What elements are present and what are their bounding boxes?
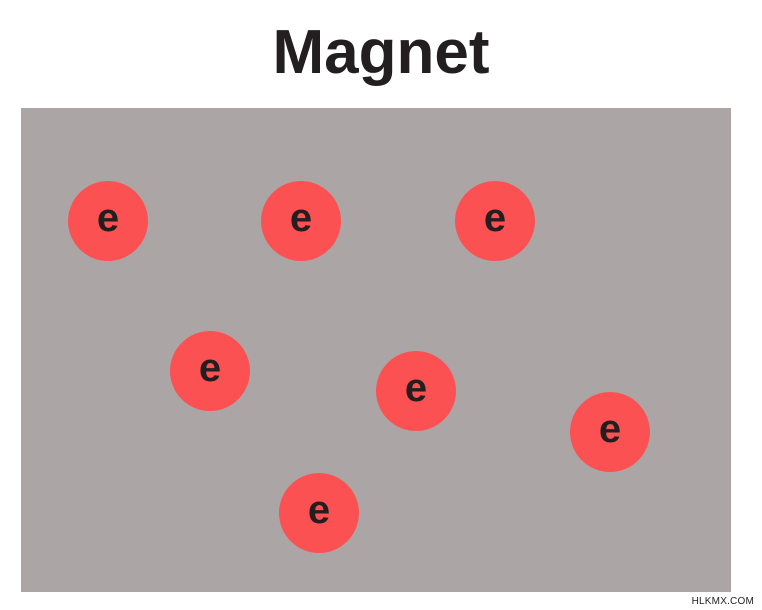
electron-1: e: [68, 181, 148, 261]
electron-3: e: [455, 181, 535, 261]
electron-7-label: e: [307, 488, 331, 532]
electron-5: e: [376, 351, 456, 431]
electron-4-label: e: [198, 346, 222, 390]
electron-3-label: e: [483, 196, 507, 240]
electron-4: e: [170, 331, 250, 411]
watermark-text: HLKMX.COM: [691, 596, 754, 607]
electron-2: e: [261, 181, 341, 261]
electron-1-label: e: [96, 196, 120, 240]
electron-5-label: e: [404, 366, 428, 410]
electron-2-label: e: [289, 196, 313, 240]
electron-6-label: e: [598, 407, 622, 451]
electron-7: e: [279, 473, 359, 553]
magnet-region: e e e e e e e: [21, 108, 731, 592]
electron-6: e: [570, 392, 650, 472]
diagram-title: Magnet: [272, 18, 490, 87]
